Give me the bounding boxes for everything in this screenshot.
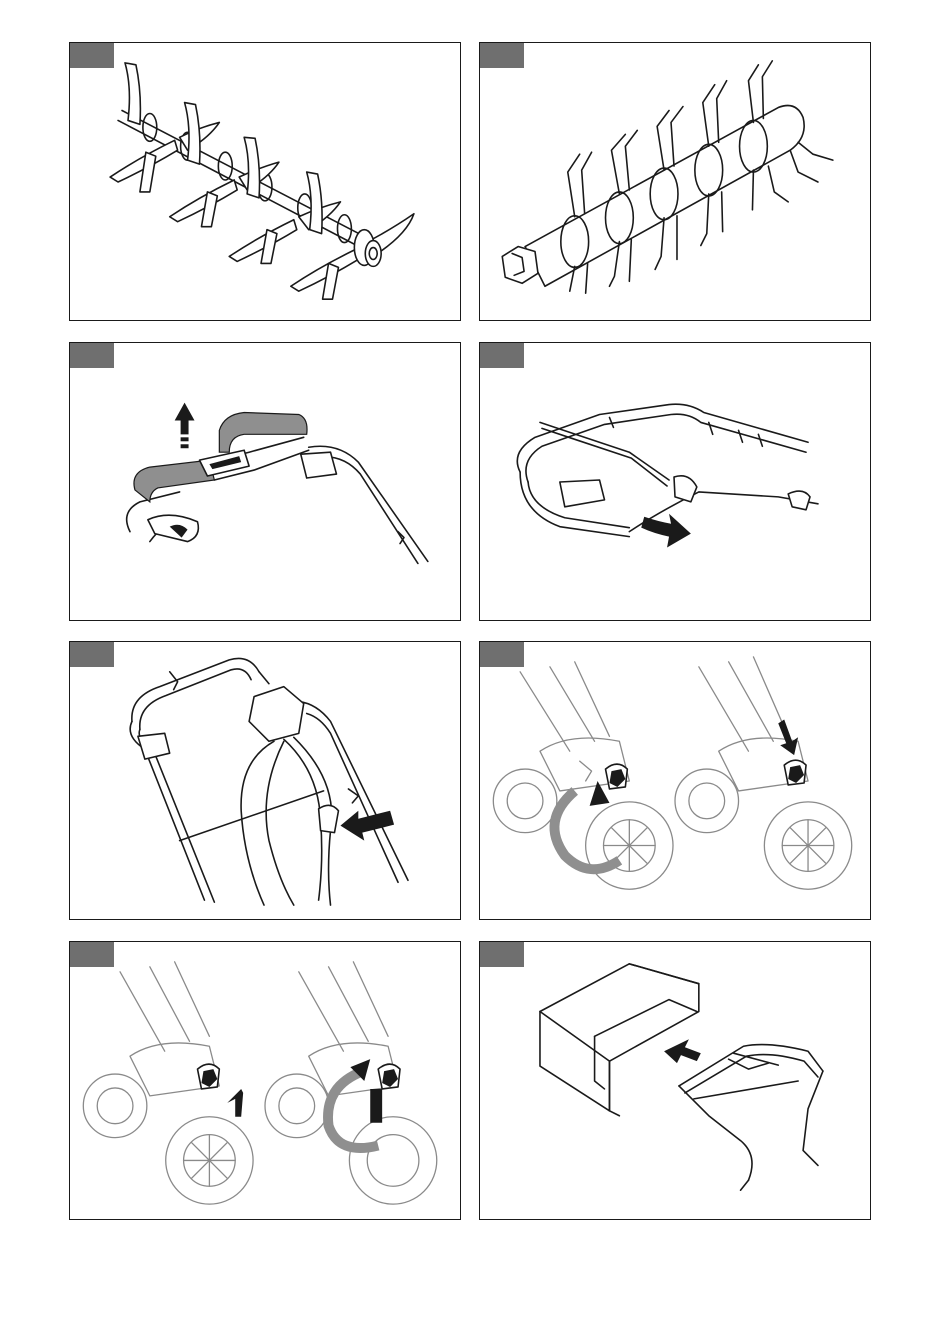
figure-panel-3 — [69, 342, 461, 621]
figure-panel-8 — [479, 941, 871, 1220]
spring-tine-roller-icon — [480, 43, 870, 320]
handle-lift-arrow-icon — [70, 343, 460, 620]
figure-panel-1 — [69, 42, 461, 321]
handle-cable-route-icon — [480, 343, 870, 620]
figure-panel-4 — [479, 342, 871, 621]
page-edge-mark — [0, 1318, 120, 1324]
figure-panel-5 — [69, 641, 461, 920]
grass-bag-attach-icon — [480, 942, 870, 1219]
figure-panel-7 — [69, 941, 461, 1220]
wheel-knob-loosen-icon — [480, 642, 870, 919]
figure-panel-2 — [479, 42, 871, 321]
figure-panel-6 — [479, 641, 871, 920]
wheel-knob-tighten-icon — [70, 942, 460, 1219]
tine-roller-blades-icon — [70, 43, 460, 320]
handle-clip-arrow-icon — [70, 642, 460, 919]
